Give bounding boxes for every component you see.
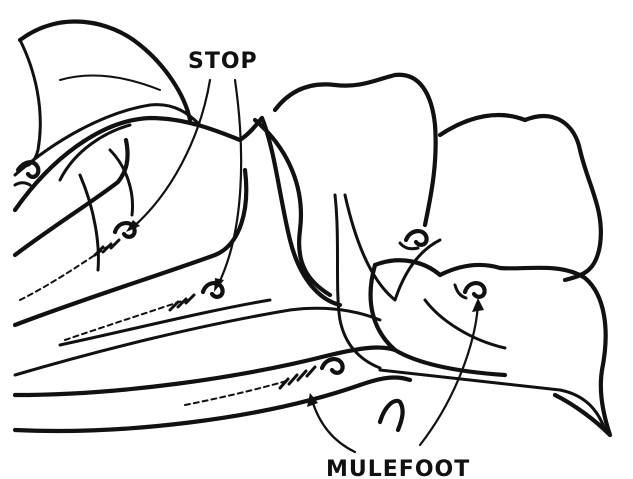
- mulefoot-label: MULEFOOT: [326, 457, 470, 479]
- leaf-lower-right: [371, 260, 610, 435]
- stop-marks: [15, 162, 485, 373]
- stop-arrow-2: [218, 80, 241, 285]
- stop-curl-6: [322, 359, 343, 373]
- mulefoot-arrow-1: [312, 400, 355, 452]
- stop-label: STOP: [188, 49, 258, 74]
- leaf-upper-right: [275, 75, 601, 368]
- leaf-top-left: [15, 21, 200, 175]
- stop-curl-5: [465, 283, 485, 297]
- leaf-center: [15, 118, 410, 431]
- stop-arrow-1: [132, 80, 210, 228]
- mulefoot-hatching: [20, 240, 315, 405]
- stop-curl-4: [406, 231, 427, 245]
- mulefoot-arrows: [307, 298, 484, 452]
